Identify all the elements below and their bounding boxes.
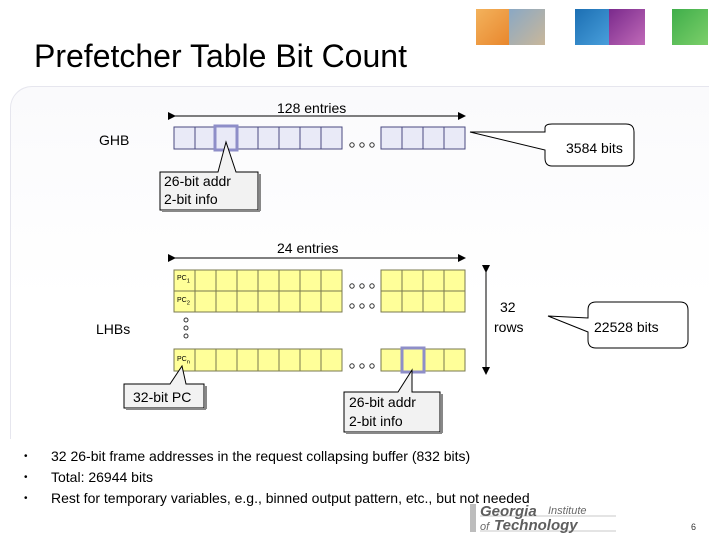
- ghb-bits-callout: [469, 123, 635, 167]
- svg-text:Georgia: Georgia: [480, 503, 537, 520]
- lhb-cell: [299, 348, 322, 372]
- lhb-cell: [278, 290, 301, 313]
- lhb-cell: [401, 290, 424, 313]
- bullet-item: • 32 26-bit frame addresses in the reque…: [24, 446, 664, 467]
- lhb-cell: [443, 269, 466, 292]
- bullet-marker: •: [24, 451, 28, 462]
- lhb-cell: [401, 348, 424, 372]
- lhb-note-line1: 26-bit addr: [349, 394, 416, 410]
- ghb-cell: [401, 126, 424, 150]
- lhb-cell: [443, 290, 466, 313]
- lhb-cell: [422, 348, 445, 372]
- header-decor-image-4: [609, 9, 645, 45]
- lhb-row-n: [173, 348, 466, 372]
- header-decor-image-3: [575, 9, 611, 45]
- lhb-cell: [236, 348, 259, 372]
- lhb-cell: [422, 290, 445, 313]
- lhb-cell: [401, 269, 424, 292]
- lhb-cell: [380, 269, 403, 292]
- ghb-cell: [443, 126, 466, 150]
- pc1-label: PC1: [177, 275, 190, 285]
- lhb-cell: [194, 269, 217, 292]
- lhb-cell: [215, 269, 238, 292]
- ghb-cell: [173, 126, 196, 150]
- ghb-note-line2: 2-bit info: [164, 191, 218, 207]
- lhb-bits-label: 22528 bits: [594, 319, 659, 335]
- lhb-cell: [215, 348, 238, 372]
- ghb-ellipsis: [349, 142, 375, 148]
- ghb-cell: [380, 126, 403, 150]
- ghb-cell: [299, 126, 322, 150]
- bullet-text: Rest for temporary variables, e.g., binn…: [51, 490, 530, 506]
- ghb-cell: [257, 126, 280, 150]
- lhb-cell: [194, 348, 217, 372]
- lhb-highlighted-entry: [400, 346, 426, 374]
- lhb-cell: [422, 269, 445, 292]
- lhb-vertical-ellipsis: [183, 317, 189, 339]
- lhb-cell: [257, 290, 280, 313]
- lhb-cell: [236, 269, 259, 292]
- lhb-row-2: [173, 290, 466, 313]
- bullet-text: Total: 26944 bits: [51, 469, 153, 485]
- lhb-row-ellipsis-n: [349, 363, 375, 369]
- lhb-row-1: [173, 269, 466, 292]
- svg-text:of: of: [480, 521, 490, 533]
- lhb-cell: [320, 348, 343, 372]
- slide-title: Prefetcher Table Bit Count: [34, 38, 407, 74]
- bullet-text: 32 26-bit frame addresses in the request…: [51, 448, 471, 464]
- lhb-cell: [299, 269, 322, 292]
- header-decor-image-1: [476, 9, 512, 45]
- lhb-cell: [320, 269, 343, 292]
- lhb-cell: [320, 290, 343, 313]
- ghb-label: GHB: [99, 132, 130, 148]
- svg-text:Institute: Institute: [548, 505, 587, 517]
- page-number: 6: [690, 522, 696, 532]
- ghb-cell: [422, 126, 445, 150]
- lhb-cell: [299, 290, 322, 313]
- lhb-cell: [278, 348, 301, 372]
- lhb-cell: [380, 290, 403, 313]
- lhb-row-ellipsis-2: [349, 303, 375, 309]
- ghb-bits-label: 3584 bits: [566, 140, 623, 156]
- bullet-marker: •: [24, 472, 28, 483]
- lhb-row-ellipsis-1: [349, 283, 375, 289]
- lhb-cell: [443, 348, 466, 372]
- header-decor-image-5: [672, 9, 708, 45]
- lhb-cell: [257, 348, 280, 372]
- bullet-list: • 32 26-bit frame addresses in the reque…: [24, 446, 664, 509]
- bullet-item: • Rest for temporary variables, e.g., bi…: [24, 488, 664, 509]
- georgia-tech-logo: Georgia Institute of Technology: [466, 500, 616, 534]
- ghb-row: [173, 126, 466, 150]
- lhb-cell: [278, 269, 301, 292]
- logo-image: Georgia Institute of Technology: [470, 503, 616, 534]
- lhb-label: LHBs: [96, 321, 131, 337]
- pc-note-label: 32-bit PC: [133, 389, 192, 405]
- header-decor-image-2: [509, 9, 545, 45]
- ghb-cell: [278, 126, 301, 150]
- lhb-bits-callout: [547, 301, 689, 349]
- lhb-cell: [236, 290, 259, 313]
- svg-text:Technology: Technology: [494, 517, 578, 534]
- ghb-entries-label: 128 entries: [277, 100, 347, 116]
- pc2-label: PC2: [177, 297, 190, 307]
- lhb-rows-line2: rows: [494, 319, 524, 335]
- lhb-cell: [194, 290, 217, 313]
- bullet-marker: •: [24, 493, 28, 504]
- ghb-note-line1: 26-bit addr: [164, 173, 231, 189]
- pcn-label: PCn: [177, 356, 190, 366]
- ghb-cell: [320, 126, 343, 150]
- lhb-entries-label: 24 entries: [277, 240, 339, 256]
- ghb-cell: [194, 126, 217, 150]
- lhb-rows-line1: 32: [500, 299, 516, 315]
- bullet-item: • Total: 26944 bits: [24, 467, 664, 488]
- ghb-cell: [236, 126, 259, 150]
- lhb-cell: [257, 269, 280, 292]
- lhb-cell: [215, 290, 238, 313]
- lhb-note-line2: 2-bit info: [349, 413, 403, 429]
- lhb-cell: [380, 348, 403, 372]
